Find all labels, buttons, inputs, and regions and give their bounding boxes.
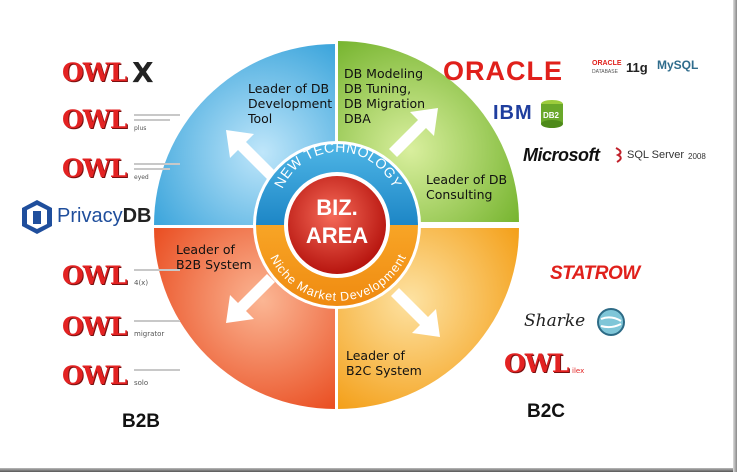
sql-server-icon — [615, 147, 622, 163]
segment-label-b2b: B2B — [122, 411, 161, 432]
logo-oracle-11g: ORACLE DATABASE 11g — [592, 60, 648, 75]
logo-owl-ilex: OWL ilex — [504, 349, 585, 378]
logo-microsoft: Microsoft — [523, 145, 600, 165]
logo-privacy-db: PrivacyDB — [21, 199, 161, 235]
privacy-shield-icon — [22, 200, 52, 234]
arrow-up-left — [226, 130, 275, 179]
segment-label-b2c: B2C — [527, 401, 566, 422]
logo-owl-solo: OWL solo — [62, 359, 180, 397]
arrow-down-right — [391, 288, 440, 337]
logo-owl-4x: OWL 4(x) — [62, 259, 180, 297]
logo-sharke: Sharke — [524, 303, 644, 339]
arrow-down-left — [226, 274, 275, 323]
bottom-border — [0, 468, 737, 472]
right-border — [733, 0, 737, 472]
logo-statrow: STATROW — [550, 263, 640, 284]
center-text-line1: BIZ. — [316, 195, 358, 220]
logo-oracle: ORACLE — [443, 56, 563, 86]
logo-owl-x: OWL X — [62, 56, 154, 89]
logo-db2: DB2 — [540, 99, 564, 129]
logo-mysql: MySQL — [657, 58, 699, 72]
database-icon — [541, 100, 563, 128]
center-circle — [288, 176, 386, 274]
center-text-line2: AREA — [306, 223, 368, 248]
logo-sql-server: SQL Server 2008 — [614, 146, 714, 166]
logo-owl-eyed: OWL eyed — [62, 152, 180, 190]
logo-owl-plus: OWL plus — [62, 103, 180, 141]
logo-ibm: IBM — [493, 102, 533, 124]
arrow-up-right — [389, 108, 438, 157]
logo-owl-migrator: OWL migrator — [62, 310, 182, 348]
globe-icon — [597, 308, 625, 336]
